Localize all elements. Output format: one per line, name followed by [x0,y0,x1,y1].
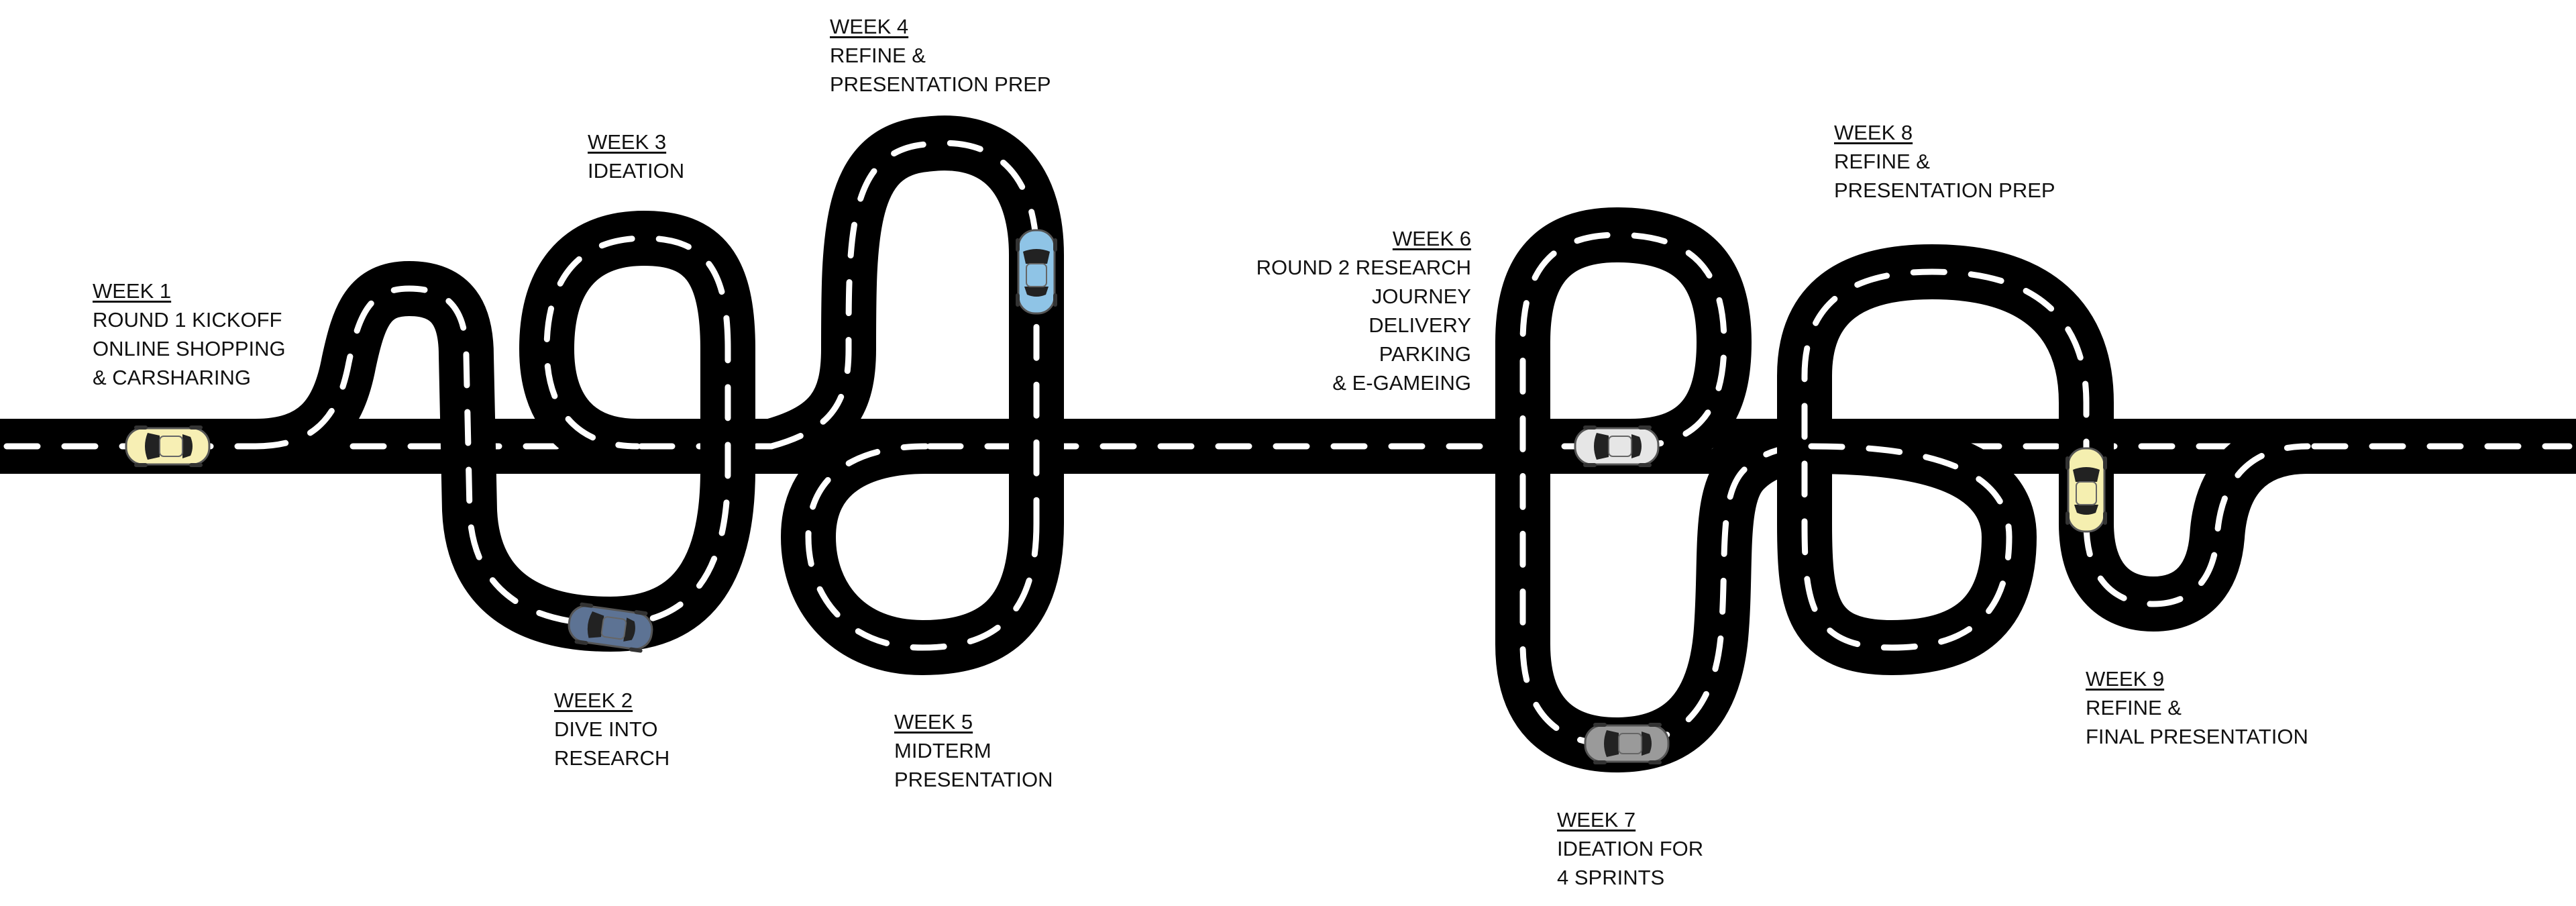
milestone-line: PRESENTATION PREP [830,72,1051,96]
milestone-week-title: WEEK 2 [554,689,633,712]
milestone-week-title: WEEK 6 [1392,227,1471,250]
milestone-line: & E-GAMEING [1332,371,1471,395]
milestone-line: ROUND 2 RESEARCH [1256,256,1471,279]
car-gray-icon [1584,721,1670,766]
road-loop-week6-7 [1495,207,1815,772]
milestone-line: IDEATION [588,159,685,183]
milestone-week4: WEEK 4 REFINE & PRESENTATION PREP [830,12,1051,99]
milestone-week-title: WEEK 5 [894,710,973,734]
milestone-line: ONLINE SHOPPING [93,337,286,360]
milestone-week3: WEEK 3 IDEATION [588,128,684,185]
milestone-line: ROUND 1 KICKOFF [93,308,282,332]
milestone-line: MIDTERM [894,739,991,762]
milestone-week8: WEEK 8 REFINE & PRESENTATION PREP [1834,118,2055,205]
road-loop-week5 [781,419,1064,675]
milestone-week-title: WEEK 4 [830,15,909,38]
milestone-week-title: WEEK 8 [1834,121,1913,144]
milestone-week-title: WEEK 9 [2086,667,2165,691]
road-loop-week3 [519,211,755,474]
milestone-week1: WEEK 1 ROUND 1 KICKOFF ONLINE SHOPPING &… [93,276,286,392]
milestone-week7: WEEK 7 IDEATION FOR 4 SPRINTS [1557,805,1703,892]
milestone-line: 4 SPRINTS [1557,866,1665,889]
milestone-week2: WEEK 2 DIVE INTO RESEARCH [554,686,669,772]
road-hairpin-week4 [763,115,1064,527]
road-loop-week8 [1777,244,2114,675]
milestone-week6: WEEK 6 ROUND 2 RESEARCH JOURNEY DELIVERY… [1256,224,1471,397]
milestone-line: RESEARCH [554,746,670,770]
milestone-week5: WEEK 5 MIDTERM PRESENTATION [894,707,1053,794]
milestone-line: DIVE INTO [554,717,658,741]
milestone-line: PRESENTATION [894,768,1053,791]
road-segment-week1 [252,261,755,652]
milestone-line: FINAL PRESENTATION [2086,725,2308,748]
milestone-line: & CARSHARING [93,366,251,389]
road-segment-week9 [2059,419,2311,632]
milestone-line: IDEATION FOR [1557,837,1704,860]
milestone-week-title: WEEK 3 [588,130,667,154]
car-pale-yellow-icon [2064,447,2108,533]
milestone-line: JOURNEY [1371,285,1471,308]
car-sky-blue-icon [1014,229,1059,315]
car-light-gray-icon [1574,424,1660,468]
milestone-week-title: WEEK 1 [93,279,172,303]
milestone-line: REFINE & [1834,150,1930,173]
milestone-week-title: WEEK 7 [1557,808,1636,832]
car-cream-icon [125,424,211,468]
milestone-line: PRESENTATION PREP [1834,179,2055,202]
milestone-line: REFINE & [2086,696,2182,719]
milestone-line: REFINE & [830,44,926,67]
milestone-line: DELIVERY [1368,313,1471,337]
milestone-week9: WEEK 9 REFINE & FINAL PRESENTATION [2086,664,2308,751]
milestone-line: PARKING [1379,342,1471,366]
